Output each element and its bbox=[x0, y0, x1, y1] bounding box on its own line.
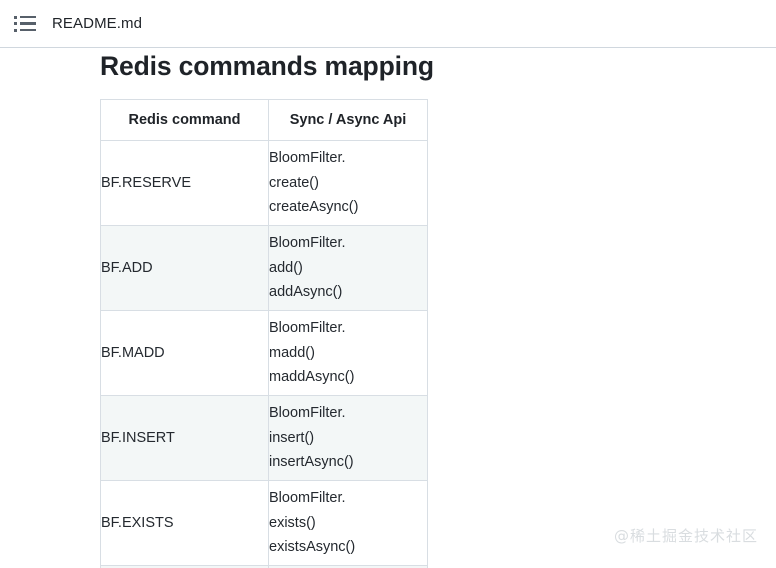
redis-commands-table: Redis command Sync / Async Api BF.RESERV… bbox=[100, 99, 428, 568]
table-row: BF.MADD BloomFilter. madd() maddAsync() bbox=[100, 310, 428, 396]
api-line: BloomFilter. bbox=[269, 489, 346, 506]
table-row: BF.EXISTS BloomFilter. exists() existsAs… bbox=[100, 480, 428, 566]
list-icon-bar bbox=[20, 15, 36, 19]
column-header-redis-command: Redis command bbox=[100, 99, 269, 141]
list-icon-bar bbox=[20, 28, 36, 32]
page-title: Redis commands mapping bbox=[100, 51, 434, 81]
cell-redis-command: BF.ADD bbox=[100, 225, 269, 311]
file-name-label: README.md bbox=[52, 15, 143, 32]
cell-redis-command: BF.INSERT bbox=[100, 395, 269, 481]
api-line: add() bbox=[269, 259, 303, 276]
cell-sync-async-api: BloomFilter. madd() maddAsync() bbox=[268, 310, 428, 396]
file-header-bar: README.md bbox=[0, 0, 776, 48]
table-row: BF.INSERT BloomFilter. insert() insertAs… bbox=[100, 395, 428, 481]
table-header-row: Redis command Sync / Async Api bbox=[100, 99, 428, 141]
table-body: BF.RESERVE BloomFilter. create() createA… bbox=[100, 140, 428, 568]
table-row: BF.ADD BloomFilter. add() addAsync() bbox=[100, 225, 428, 311]
api-line: madd() bbox=[269, 344, 315, 361]
list-icon-dot bbox=[14, 15, 17, 19]
cell-sync-async-api: BloomFilter. create() createAsync() bbox=[268, 140, 428, 226]
api-line: insertAsync() bbox=[269, 454, 354, 471]
cell-sync-async-api: BloomFilter. add() addAsync() bbox=[268, 225, 428, 311]
api-line: create() bbox=[269, 174, 319, 191]
api-line: BloomFilter. bbox=[269, 149, 346, 166]
table-row bbox=[100, 565, 428, 568]
cell-sync-async-api: BloomFilter. exists() existsAsync() bbox=[268, 480, 428, 566]
list-icon-dot bbox=[14, 22, 17, 25]
api-line: BloomFilter. bbox=[269, 234, 346, 251]
api-line: addAsync() bbox=[269, 284, 343, 301]
cell-sync-async-api bbox=[268, 565, 428, 568]
table-row: BF.RESERVE BloomFilter. create() createA… bbox=[100, 140, 428, 226]
cell-redis-command: BF.RESERVE bbox=[100, 140, 269, 226]
list-icon[interactable] bbox=[14, 15, 36, 32]
table-head: Redis command Sync / Async Api bbox=[100, 99, 428, 141]
list-icon-dot bbox=[14, 28, 17, 32]
api-line: insert() bbox=[269, 429, 315, 446]
api-line: BloomFilter. bbox=[269, 404, 346, 421]
watermark: @稀土掘金技术社区 bbox=[613, 527, 758, 545]
document-content: Redis commands mapping Redis command Syn… bbox=[0, 48, 776, 568]
column-header-sync-async-api: Sync / Async Api bbox=[268, 99, 428, 141]
api-line: createAsync() bbox=[269, 199, 359, 216]
list-icon-row bbox=[14, 28, 36, 32]
list-icon-bar bbox=[20, 22, 36, 25]
api-line: exists() bbox=[269, 514, 316, 531]
cell-redis-command: BF.EXISTS bbox=[100, 480, 269, 566]
list-icon-row bbox=[14, 22, 36, 25]
cell-redis-command: BF.MADD bbox=[100, 310, 269, 396]
api-line: BloomFilter. bbox=[269, 319, 346, 336]
api-line: maddAsync() bbox=[269, 369, 355, 386]
list-icon-row bbox=[14, 15, 36, 19]
api-line: existsAsync() bbox=[269, 539, 356, 556]
cell-sync-async-api: BloomFilter. insert() insertAsync() bbox=[268, 395, 428, 481]
